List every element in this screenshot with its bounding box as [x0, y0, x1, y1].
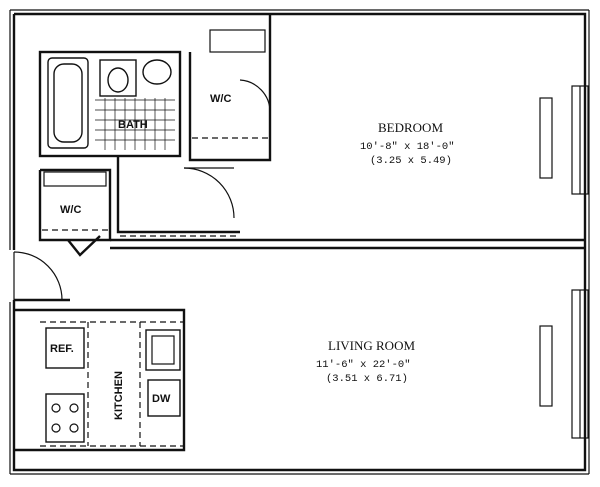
bedroom-dim-imperial: 10'-8" x 18'-0" [360, 141, 455, 153]
bedroom-window [539, 85, 589, 195]
closet-lower: W/C [38, 168, 112, 257]
dw-label: DW [152, 393, 171, 405]
hall-doors [116, 156, 240, 234]
bedroom-label: BEDROOM [378, 120, 443, 135]
sink [142, 59, 172, 85]
wc-upper-label: W/C [210, 93, 231, 105]
living-room-label: LIVING ROOM [328, 338, 415, 353]
living-window [539, 289, 589, 439]
living-room-dim-imperial: 11'-6" x 22'-0" [316, 359, 411, 371]
refrigerator [45, 327, 85, 369]
exterior-walls [9, 9, 590, 475]
interior-walls [110, 235, 585, 250]
kitchen: REF. DW KITCHEN [14, 308, 186, 452]
wc-lower-label: W/C [60, 204, 81, 216]
kitchen-label: KITCHEN [113, 371, 125, 420]
living-room-dim-metric: (3.51 x 6.71) [326, 373, 408, 385]
bath-room: BATH [38, 50, 182, 158]
closet-upper: W/C [188, 14, 272, 162]
stove [45, 393, 85, 443]
ref-label: REF. [50, 343, 74, 355]
dishwasher [147, 379, 181, 417]
bedroom-dim-metric: (3.25 x 5.49) [370, 155, 452, 167]
bath-label: BATH [118, 119, 148, 131]
entry-door [13, 251, 70, 302]
